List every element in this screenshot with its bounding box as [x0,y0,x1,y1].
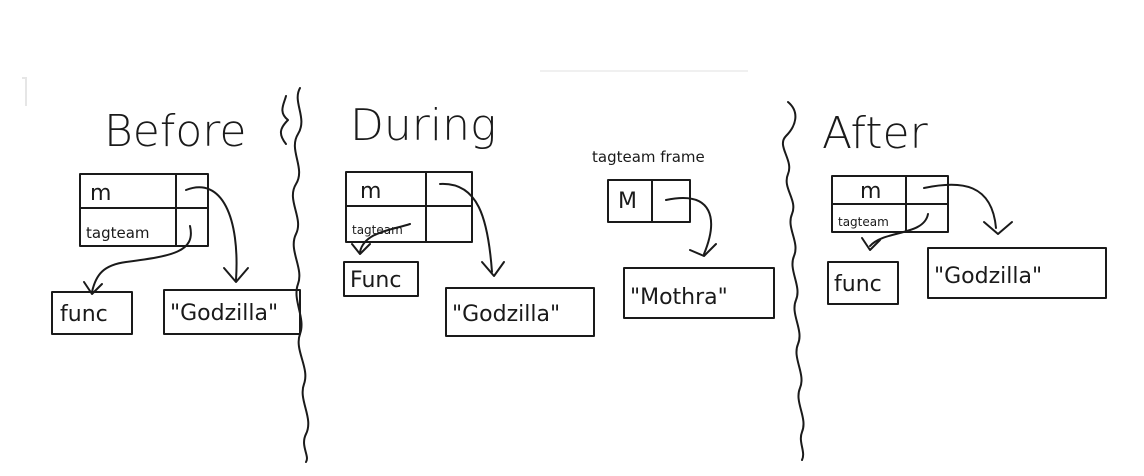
after-frame: m tagteam [831,175,949,233]
during-var-m: m [360,179,381,204]
mothra-label: "Mothra" [630,285,728,310]
before-func-label: func [60,302,108,327]
before-frame: m tagteam [79,173,209,247]
during-frame: m tagteam [345,171,473,243]
before-arrowhead-tagteam [83,281,103,295]
after-arrowhead-m [983,221,1013,235]
after-func-box [827,261,899,305]
after-var-m: m [860,179,881,204]
before-arrow-tagteam [91,225,192,293]
during-string-box [445,287,595,337]
after-func-label: func [834,272,882,297]
after-arrowhead-tagteam [861,237,881,251]
mothra-box [623,267,775,319]
before-brace [280,95,289,145]
before-string-box [163,289,301,335]
tagteam-frame: M [607,179,691,223]
tagteam-frame-box [607,179,691,223]
during-string-label: "Godzilla" [452,302,560,327]
after-panel: After m tagteam func "Godzilla" [822,108,1107,305]
during-func-box [343,261,419,297]
during-var-tagteam: tagteam [352,223,403,237]
tagteam-frame-title: tagteam frame [592,148,705,166]
after-string-box [927,247,1107,299]
during-arrow-m [439,182,493,273]
after-arrow-m [923,183,997,229]
before-arrowhead-m [223,267,249,283]
before-panel: Before m tagteam func "Godzilla" [51,95,301,335]
during-panel: During m tagteam Func "Godzilla" tagteam… [343,100,775,337]
during-arrowhead-tagteam [351,243,371,255]
faint-corner-mark [22,77,27,106]
tagteam-arrow [665,197,712,255]
tagteam-var-m: M [618,189,637,214]
after-var-tagteam: tagteam [838,215,889,229]
before-var-tagteam: tagteam [86,224,150,242]
before-var-m: m [90,181,111,206]
during-arrow-tagteam [359,223,411,253]
after-string-label: "Godzilla" [934,264,1042,289]
after-title: After [822,108,929,159]
before-title: Before [104,106,246,157]
during-arrowhead-m [481,261,505,277]
tagteam-arrowhead [689,243,717,257]
divider-2 [781,101,805,461]
before-frame-box [79,173,209,247]
before-string-label: "Godzilla" [170,301,278,326]
after-arrow-tagteam [869,213,929,247]
before-func-box [51,291,133,335]
divider-1 [291,87,310,463]
during-func-label: Func [350,268,401,293]
before-arrow-m [185,186,238,281]
during-title: During [350,100,496,151]
